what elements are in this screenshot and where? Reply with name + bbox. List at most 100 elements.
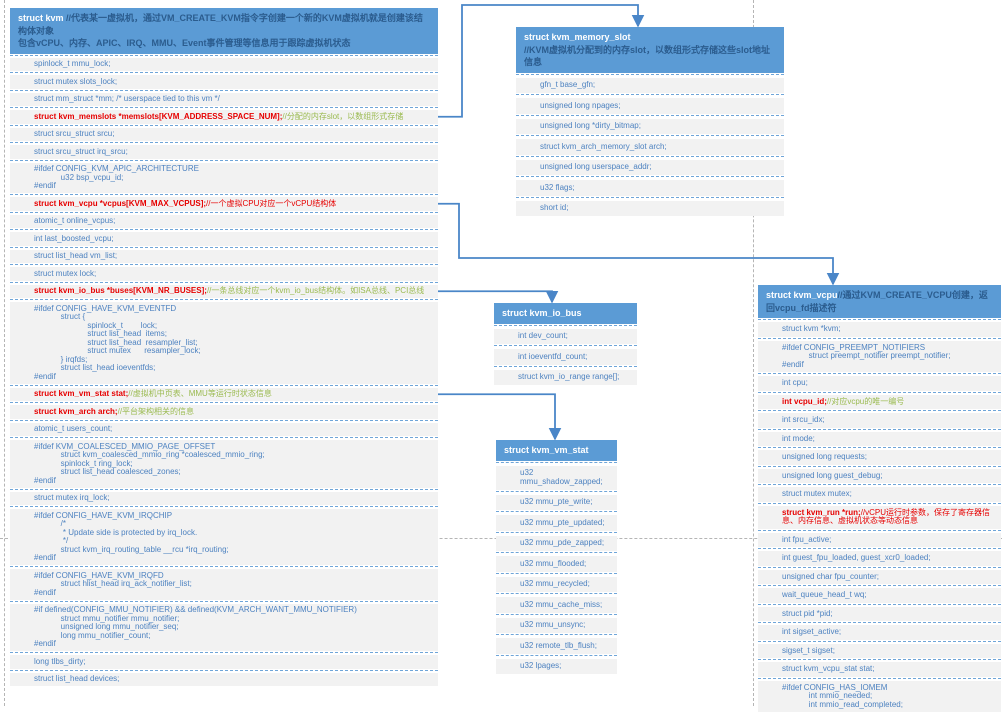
- row-separator: [496, 551, 617, 556]
- struct-field-row: #ifdef CONFIG_HAVE_KVM_IRQFD struct hlis…: [10, 569, 438, 600]
- struct-kvm-io-bus-box: struct kvm_io_bus int dev_count;int ioev…: [494, 303, 637, 385]
- field-code: u32 mmu_pde_zapped;: [520, 538, 604, 547]
- row-separator: [496, 461, 617, 466]
- struct-field-row: struct kvm_memslots *memslots[KVM_ADDRES…: [10, 110, 438, 124]
- row-separator: [758, 640, 1001, 644]
- field-code: int last_boosted_vcpu;: [34, 234, 114, 243]
- row-separator: [10, 281, 438, 285]
- struct-field-row: int sigset_active;: [758, 625, 1001, 640]
- field-code: #ifdef CONFIG_KVM_APIC_ARCHITECTURE u32 …: [34, 164, 199, 190]
- struct-field-row: atomic_t online_vcpus;: [10, 215, 438, 229]
- struct-field-row: long tlbs_dirty;: [10, 655, 438, 669]
- struct-kvm-title: struct kvm: [18, 13, 66, 23]
- field-code: unsigned long *dirty_bitmap;: [540, 121, 641, 130]
- struct-field-row: u32 mmu_unsync;: [496, 618, 617, 634]
- struct-field-row: struct srcu_struct irq_srcu;: [10, 145, 438, 159]
- struct-field-row: struct srcu_struct srcu;: [10, 128, 438, 142]
- field-code: sigset_t sigset;: [782, 646, 835, 655]
- page-margin-line-left: [4, 0, 5, 706]
- field-code: u32 mmu_recycled;: [520, 579, 590, 588]
- row-separator: [496, 510, 617, 515]
- struct-kvm-vcpu-header: struct kvm_vcpu//通过KVM_CREATE_VCPU创建，返回v…: [758, 285, 1001, 318]
- row-separator: [10, 401, 438, 405]
- field-code: u32 remote_tlb_flush;: [520, 641, 597, 650]
- struct-kvm-vcpu-title: struct kvm_vcpu: [766, 290, 838, 300]
- field-code: struct pid *pid;: [782, 609, 833, 618]
- row-separator: [10, 669, 438, 673]
- row-separator: [758, 446, 1001, 450]
- struct-field-row: int fpu_active;: [758, 533, 1001, 548]
- struct-kvm-memory-slot-title: struct kvm_memory_slot: [524, 32, 631, 42]
- row-separator: [758, 529, 1001, 533]
- struct-field-row: unsigned long userspace_addr;: [516, 160, 784, 176]
- struct-field-row: sigset_t sigset;: [758, 644, 1001, 659]
- row-separator: [758, 677, 1001, 681]
- field-code: struct kvm_arch_memory_slot arch;: [540, 142, 667, 151]
- struct-field-row: struct kvm_arch_memory_slot arch;: [516, 139, 784, 155]
- row-separator: [10, 228, 438, 232]
- row-separator: [494, 365, 637, 370]
- field-code: u32 mmu_shadow_zapped;: [520, 468, 603, 486]
- field-code: int srcu_idx;: [782, 415, 825, 424]
- struct-kvm-vm-stat-title: struct kvm_vm_stat: [504, 445, 589, 455]
- field-code: struct list_head devices;: [34, 674, 119, 683]
- struct-field-row: struct kvm_io_bus *buses[KVM_NR_BUSES];/…: [10, 285, 438, 299]
- struct-kvm-memory-slot-fields: gfn_t base_gfn;unsigned long npages;unsi…: [516, 73, 784, 217]
- struct-field-row: struct kvm_vcpu_stat stat;: [758, 662, 1001, 677]
- row-separator: [516, 134, 784, 139]
- struct-field-row: struct kvm_io_range range[];: [494, 370, 637, 386]
- field-code: struct mm_struct *mm; /* userspace tied …: [34, 94, 220, 103]
- row-separator: [10, 71, 438, 75]
- struct-field-row: struct kvm *kvm;: [758, 322, 1001, 337]
- field-code: struct kvm_io_range range[];: [518, 372, 619, 381]
- struct-field-row: struct mutex irq_lock;: [10, 492, 438, 506]
- field-code: struct mutex lock;: [34, 269, 96, 278]
- field-code: long tlbs_dirty;: [34, 657, 86, 666]
- field-code: int dev_count;: [518, 331, 568, 340]
- field-code: u32 lpages;: [520, 661, 561, 670]
- struct-kvm-comment: //代表某一虚拟机，通过VM_CREATE_KVM指令字创建一个新的KVM虚拟机…: [18, 13, 423, 48]
- struct-field-row: #ifdef CONFIG_HAS_IOMEM int mmio_needed;…: [758, 681, 1001, 712]
- row-separator: [10, 54, 438, 58]
- row-separator: [10, 384, 438, 388]
- struct-field-row: u32 mmu_pte_write;: [496, 495, 617, 511]
- field-code: struct kvm_vcpu_stat stat;: [782, 664, 874, 673]
- row-separator: [516, 175, 784, 180]
- field-code: gfn_t base_gfn;: [540, 80, 595, 89]
- field-comment: //对应vcpu的唯一编号: [827, 397, 904, 406]
- struct-field-row: int srcu_idx;: [758, 413, 1001, 428]
- field-code: int mode;: [782, 434, 815, 443]
- row-separator: [496, 572, 617, 577]
- struct-field-row: int dev_count;: [494, 329, 637, 345]
- row-separator: [10, 246, 438, 250]
- row-separator: [10, 298, 438, 302]
- field-code: struct kvm_vcpu *vcpus[KVM_MAX_VCPUS];: [34, 199, 206, 208]
- row-separator: [10, 141, 438, 145]
- row-separator: [496, 613, 617, 618]
- struct-field-row: #ifdef KVM_COALESCED_MMIO_PAGE_OFFSET st…: [10, 440, 438, 488]
- struct-field-row: int ioeventfd_count;: [494, 349, 637, 365]
- row-separator: [10, 565, 438, 569]
- row-separator: [10, 488, 438, 492]
- field-code: u32 mmu_pte_write;: [520, 497, 592, 506]
- struct-field-row: u32 mmu_shadow_zapped;: [496, 466, 617, 490]
- field-code: struct kvm_io_bus *buses[KVM_NR_BUSES];: [34, 286, 207, 295]
- row-separator: [10, 159, 438, 163]
- connector-buses-to-kvm_io_bus: [438, 291, 552, 302]
- struct-kvm-vm-stat-fields: u32 mmu_shadow_zapped; u32 mmu_pte_write;…: [496, 461, 617, 675]
- struct-field-row: gfn_t base_gfn;: [516, 78, 784, 94]
- row-separator: [758, 621, 1001, 625]
- field-code: struct mutex slots_lock;: [34, 77, 117, 86]
- struct-field-row: unsigned long requests;: [758, 450, 1001, 465]
- field-code: spinlock_t mmu_lock;: [34, 59, 110, 68]
- row-separator: [496, 592, 617, 597]
- row-separator: [494, 324, 637, 329]
- struct-field-row: short id;: [516, 201, 784, 217]
- field-code: struct mutex irq_lock;: [34, 493, 110, 502]
- field-comment: //虚拟机中页表、MMU等运行时状态信息: [128, 389, 272, 398]
- row-separator: [758, 483, 1001, 487]
- row-separator: [10, 89, 438, 93]
- struct-field-row: u32 mmu_pte_updated;: [496, 515, 617, 531]
- struct-kvm-vm-stat-header: struct kvm_vm_stat: [496, 440, 617, 461]
